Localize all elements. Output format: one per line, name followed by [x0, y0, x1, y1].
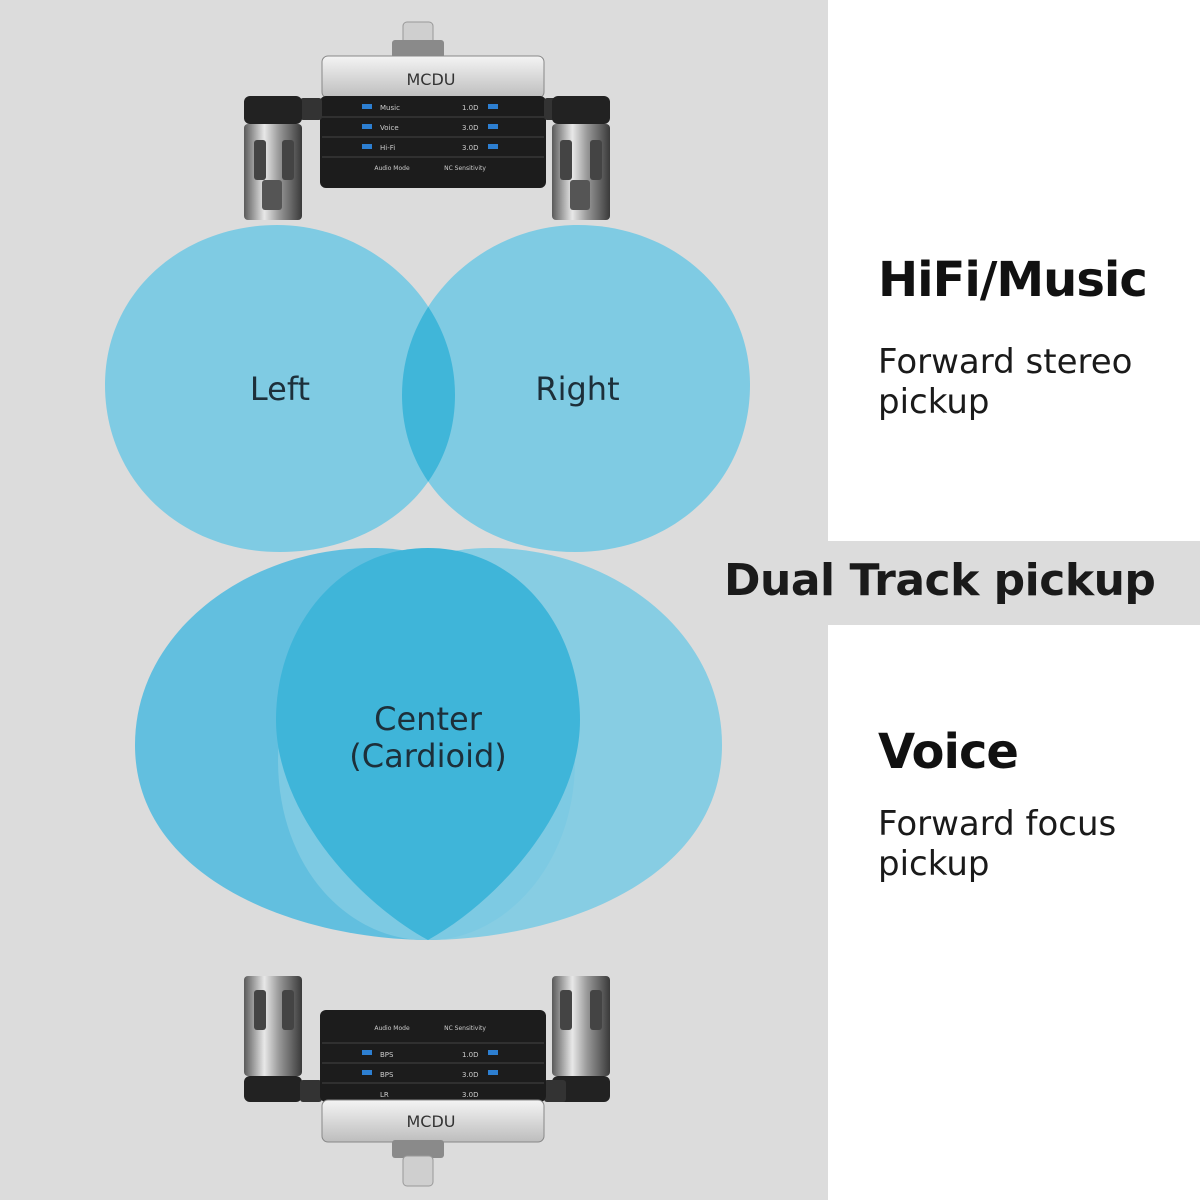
bottom-right-mic-capsule — [552, 976, 610, 1102]
center-lobe-label-line1: Center — [374, 700, 482, 738]
top-right-mic-capsule — [552, 96, 610, 220]
svg-text:BPS: BPS — [380, 1071, 394, 1079]
left-lobe-label: Left — [249, 370, 311, 408]
top-left-mic-capsule — [244, 96, 302, 220]
brand-logo-top: MCDU — [406, 70, 455, 89]
stereo-pickup-lobes — [105, 225, 750, 552]
top-microphone-device: MCDU Music Voice Hi-Fi 1.0D 3.0D 3.0D Au… — [244, 21, 610, 220]
svg-text:Hi-Fi: Hi-Fi — [380, 144, 395, 152]
hifi-desc-line1: Forward stereo — [878, 342, 1133, 382]
svg-text:1.0D: 1.0D — [462, 104, 479, 112]
svg-text:NC Sensitivity: NC Sensitivity — [444, 165, 486, 172]
svg-text:NC Sensitivity: NC Sensitivity — [444, 1025, 486, 1032]
svg-text:3.0D: 3.0D — [462, 144, 479, 152]
svg-text:LR: LR — [380, 1091, 389, 1099]
svg-text:3.0D: 3.0D — [462, 1091, 479, 1099]
svg-text:1.0D: 1.0D — [462, 1051, 479, 1059]
cardioid-center-lobe — [276, 548, 580, 940]
svg-text:Audio Mode: Audio Mode — [374, 165, 410, 172]
right-lobe-label: Right — [535, 370, 620, 408]
center-lobe-label-line2: (Cardioid) — [349, 737, 507, 775]
voice-desc-line2: pickup — [878, 844, 990, 884]
left-lobe — [105, 225, 455, 552]
dual-track-band — [718, 541, 1200, 625]
svg-text:BPS: BPS — [380, 1051, 394, 1059]
polar-pattern-diagram: MCDU Music Voice Hi-Fi 1.0D 3.0D 3.0D Au… — [105, 21, 750, 1187]
right-lobe — [402, 225, 750, 552]
svg-text:Audio Mode: Audio Mode — [374, 1025, 410, 1032]
voice-pickup-lobes — [135, 548, 722, 940]
svg-text:Voice: Voice — [380, 124, 399, 132]
brand-logo-bottom: MCDU — [406, 1112, 455, 1131]
voice-desc-line1: Forward focus — [878, 804, 1117, 844]
bottom-microphone-device: BPS BPS LR 1.0D 3.0D 3.0D Audio Mode NC … — [244, 976, 610, 1187]
hifi-title: HiFi/Music — [878, 252, 1148, 308]
voice-title: Voice — [878, 724, 1019, 780]
bottom-left-mic-capsule — [244, 976, 302, 1102]
lightning-connector-bottom — [402, 1155, 434, 1187]
svg-text:3.0D: 3.0D — [462, 124, 479, 132]
svg-text:Music: Music — [380, 104, 400, 112]
hifi-desc-line2: pickup — [878, 382, 990, 422]
svg-text:3.0D: 3.0D — [462, 1071, 479, 1079]
dual-track-title: Dual Track pickup — [724, 555, 1156, 606]
